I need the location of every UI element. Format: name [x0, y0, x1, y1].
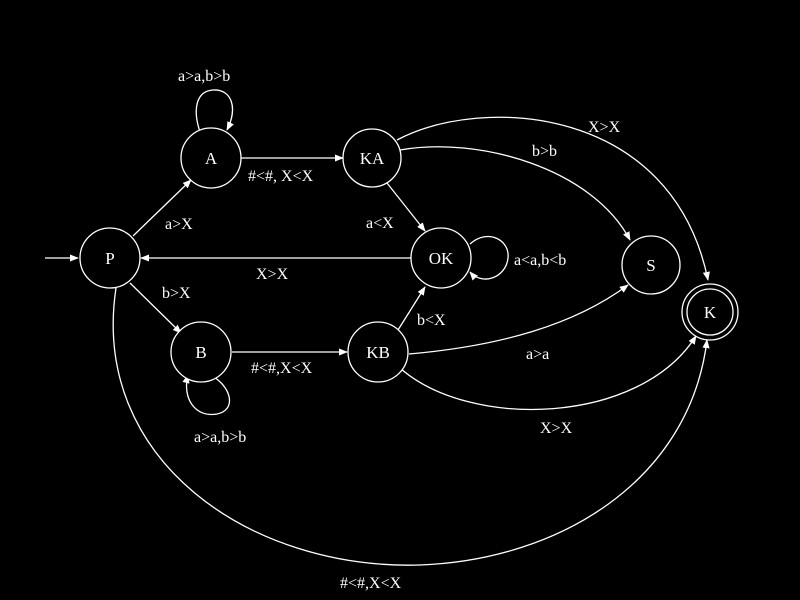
label-KA-S: b>b	[532, 143, 557, 160]
label-KA-OK: a<X	[366, 215, 394, 232]
label-OK-P: X>X	[256, 266, 289, 283]
label-KB-OK: b<X	[417, 312, 446, 329]
edges	[45, 89, 710, 566]
edge-KB-OK	[397, 286, 426, 331]
edge-P-K	[112, 287, 710, 566]
state-KA[interactable]: KA	[342, 128, 402, 188]
label-A-KA: #<#, X<X	[248, 168, 314, 185]
state-label: A	[205, 149, 218, 168]
label-OK-OK: a<a,b<b	[514, 252, 566, 269]
state-label: OK	[429, 249, 454, 268]
state-B[interactable]: B	[170, 321, 232, 383]
state-label: K	[704, 303, 717, 322]
state-P[interactable]: P	[79, 227, 141, 289]
label-KA-K: X>X	[588, 119, 621, 136]
state-OK[interactable]: OK	[410, 227, 472, 289]
state-A[interactable]: A	[180, 127, 242, 189]
edge-P-B	[129, 282, 182, 334]
label-A-A: a>a,b>b	[178, 68, 230, 85]
label-KB-S: a>a	[526, 346, 549, 363]
edge-B-B	[182, 374, 231, 416]
label-KB-K: X>X	[540, 420, 573, 437]
state-label: KA	[360, 149, 385, 168]
label-B-KB: #<#,X<X	[251, 360, 313, 377]
label-P-K: #<#,X<X	[340, 575, 402, 592]
edge-P-A	[132, 179, 192, 237]
edge-KA-K	[396, 116, 710, 281]
label-P-A: a>X	[165, 216, 193, 233]
state-S[interactable]: S	[621, 235, 681, 295]
state-label: S	[646, 256, 655, 275]
edge-KA-S	[399, 146, 631, 241]
state-K-accepting[interactable]: K	[681, 283, 739, 341]
edge-KB-S	[408, 284, 629, 355]
edge-OK-OK	[469, 235, 509, 281]
nodes: P A KA OK S B KB K	[79, 127, 739, 383]
state-label: P	[105, 249, 114, 268]
edge-labels: a>a,b>b #<#, X<X a>X a<X b>b X>X a<a,b<b…	[162, 68, 621, 592]
label-B-B: a>a,b>b	[194, 429, 246, 446]
edge-KB-K	[399, 335, 697, 411]
edge-KA-OK	[386, 182, 426, 232]
label-P-B: b>X	[162, 285, 191, 302]
edge-A-A	[195, 89, 234, 133]
state-KB[interactable]: KB	[347, 321, 409, 383]
state-label: B	[195, 343, 206, 362]
state-label: KB	[366, 343, 390, 362]
